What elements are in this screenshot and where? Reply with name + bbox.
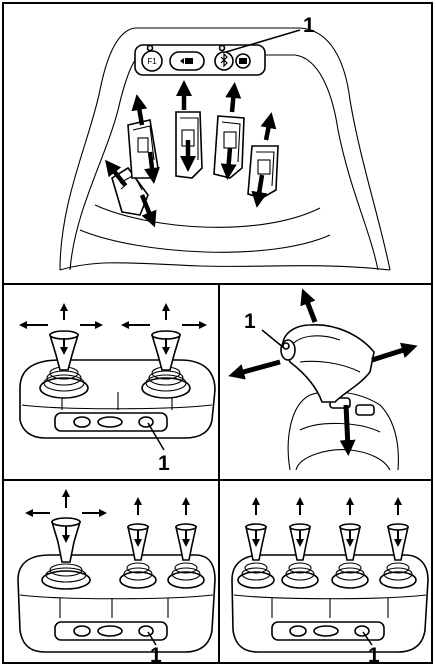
led-left	[148, 46, 153, 51]
paddle-lever-5	[248, 146, 278, 198]
quad-joystick-panel: 1	[232, 500, 428, 666]
triple-joystick-panel: 1	[18, 492, 215, 666]
led-right	[220, 46, 225, 51]
callout-number-middle-right: 1	[244, 310, 256, 333]
callout-number-top: 1	[303, 14, 315, 37]
callout-number-bottom-right: 1	[368, 644, 380, 666]
armrest-panel: F1 1	[60, 14, 390, 270]
callout-number-bottom-left: 1	[150, 644, 162, 666]
quad-joystick-arrows	[256, 500, 398, 544]
ergonomic-joystick-panel: 1	[236, 296, 410, 470]
dual-joystick-panel: 1	[20, 306, 215, 475]
menu-icon	[239, 58, 247, 64]
f1-button-label: F1	[147, 57, 157, 66]
triple-joystick-arrows	[28, 492, 186, 544]
callout-leader-middle-right	[262, 330, 284, 348]
callout-number-middle-left: 1	[158, 452, 170, 475]
